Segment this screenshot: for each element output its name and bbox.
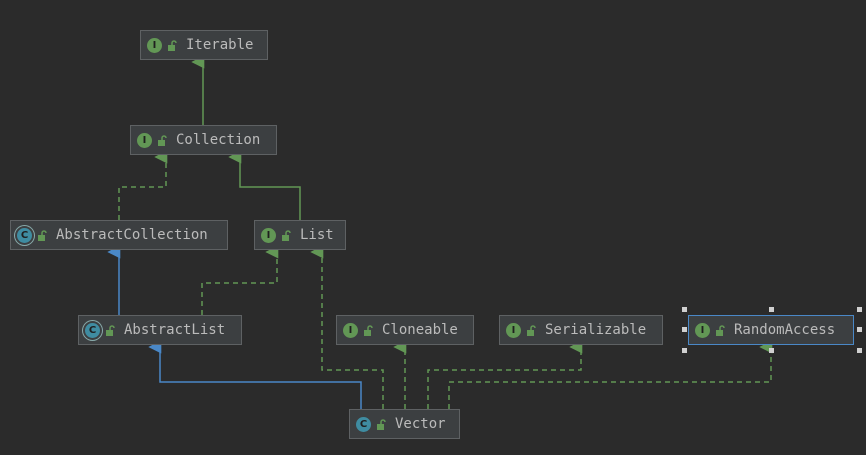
node-collection[interactable]: I Collection	[130, 125, 277, 155]
node-label: Iterable	[186, 37, 254, 53]
public-lock-icon	[158, 134, 167, 146]
node-random-access[interactable]: I RandomAccess	[688, 315, 854, 345]
selection-handle-top-right[interactable]	[857, 307, 862, 312]
edge-vector-list	[310, 245, 384, 409]
interface-icon: I	[147, 37, 162, 53]
node-label: AbstractCollection	[56, 227, 208, 243]
interface-icon: I	[506, 322, 521, 338]
public-lock-icon	[716, 324, 725, 336]
node-label: Collection	[176, 132, 261, 148]
node-abstract-collection[interactable]: C AbstractCollection	[10, 220, 228, 250]
node-label: List	[300, 227, 334, 243]
edge-list-collection	[228, 150, 301, 220]
public-lock-icon	[106, 324, 115, 336]
edge-vector-random-access	[448, 340, 773, 409]
node-label: Cloneable	[382, 322, 458, 338]
abstract-class-icon: C	[85, 322, 100, 338]
edge-vector-abstract-list	[148, 340, 362, 409]
edge-vector-serializable	[427, 340, 583, 409]
interface-icon: I	[695, 322, 710, 338]
public-lock-icon	[527, 324, 536, 336]
selection-handle-bottom[interactable]	[769, 348, 774, 353]
node-serializable[interactable]: I Serializable	[499, 315, 663, 345]
selection-handle-left[interactable]	[682, 327, 687, 332]
node-list[interactable]: I List	[254, 220, 346, 250]
public-lock-icon	[282, 229, 291, 241]
edge-abstract-list-list	[201, 245, 279, 315]
abstract-class-icon: C	[17, 227, 32, 243]
interface-icon: I	[261, 227, 276, 243]
public-lock-icon	[168, 39, 177, 51]
class-icon: C	[356, 416, 371, 432]
edge-abstract-collection-collection	[118, 150, 168, 220]
node-abstract-list[interactable]: C AbstractList	[78, 315, 242, 345]
selection-handle-top[interactable]	[769, 307, 774, 312]
selection-handle-right[interactable]	[857, 327, 862, 332]
selection-handle-bottom-left[interactable]	[682, 348, 687, 353]
node-label: RandomAccess	[734, 322, 836, 338]
node-cloneable[interactable]: I Cloneable	[336, 315, 474, 345]
interface-icon: I	[137, 132, 152, 148]
node-vector[interactable]: C Vector	[349, 409, 460, 439]
selection-handle-bottom-right[interactable]	[857, 348, 862, 353]
public-lock-icon	[377, 418, 386, 430]
node-label: Vector	[395, 416, 446, 432]
public-lock-icon	[364, 324, 373, 336]
interface-icon: I	[343, 322, 358, 338]
node-label: Serializable	[545, 322, 647, 338]
node-iterable[interactable]: I Iterable	[140, 30, 268, 60]
selection-handle-top-left[interactable]	[682, 307, 687, 312]
public-lock-icon	[38, 229, 47, 241]
node-label: AbstractList	[124, 322, 226, 338]
